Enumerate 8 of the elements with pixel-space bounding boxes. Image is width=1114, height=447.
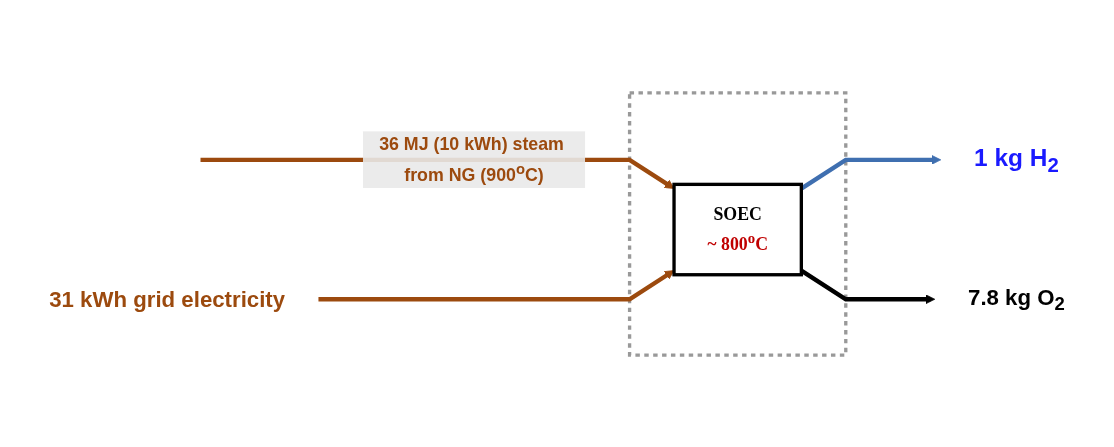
edge-label: 36 MJ (10 kWh) steam from NG (900$^{o}$C) xyxy=(379,134,564,184)
node-box: SOEC ~ 800$^{o}$C xyxy=(672,182,803,276)
arrow xyxy=(800,268,936,304)
node-text: 1 kg H$_{2}$ xyxy=(974,143,1059,176)
cluster xyxy=(627,90,848,357)
node-text: 7.8 kg O$_{2}$ xyxy=(968,284,1065,315)
node-text: 31 kWh grid electricity xyxy=(49,286,286,311)
arrow xyxy=(318,269,675,301)
